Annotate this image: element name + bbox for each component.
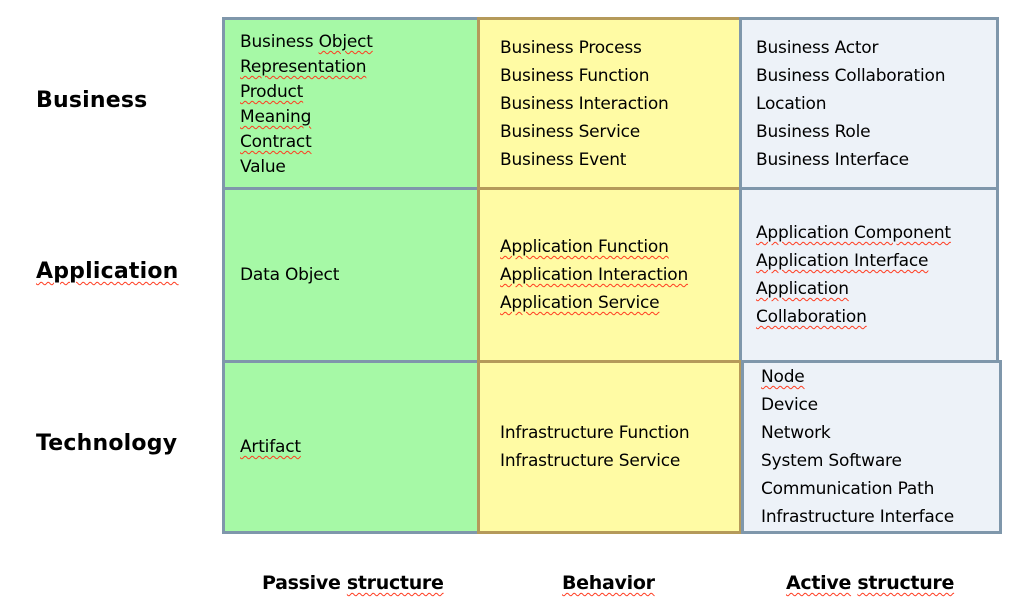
- list-item: Business Object: [240, 32, 373, 52]
- item-text: Node: [761, 367, 805, 387]
- list-item: Application Interaction: [500, 265, 689, 285]
- cell-business-active: Business Actor Business Collaboration Lo…: [739, 17, 999, 190]
- column-label-passive-structure: Passive structure: [262, 572, 444, 594]
- cell-technology-behavior: Infrastructure Function Infrastructure S…: [477, 360, 742, 534]
- item-text: Meaning: [240, 107, 312, 127]
- list-item: Business Role: [756, 121, 871, 142]
- column-label-active-structure: Active structure: [786, 572, 954, 594]
- list-item: Application Service: [500, 293, 660, 313]
- column-label-part: Behavior: [562, 572, 655, 594]
- list-item: Infrastructure Function: [500, 423, 690, 443]
- column-label-part: structure: [346, 572, 444, 594]
- cell-application-behavior: Application Function Application Interac…: [477, 187, 742, 363]
- list-item: Product: [240, 80, 477, 105]
- list-item: Business Actor: [756, 37, 879, 58]
- item-text: Product: [240, 82, 304, 102]
- item-text: Contract: [240, 132, 312, 152]
- list-item: Node: [761, 363, 999, 391]
- cell-business-behavior: Business Process Business Function Busin…: [477, 17, 742, 190]
- cell-technology-passive: Artifact: [222, 360, 480, 534]
- row-label-application-text: Application: [36, 259, 179, 284]
- list-item: Artifact: [240, 437, 301, 457]
- list-item: Application Interface: [756, 251, 929, 271]
- list-item: Business Function: [500, 65, 650, 86]
- list-item: Business Process: [500, 37, 642, 58]
- list-item: System Software: [761, 451, 902, 471]
- list-item: Collaboration: [756, 307, 867, 327]
- list-item: Network: [761, 423, 831, 443]
- list-item: Application Function: [500, 237, 669, 257]
- list-item: Data Object: [240, 265, 340, 285]
- list-item: Contract: [240, 130, 477, 155]
- column-label-behavior: Behavior: [562, 572, 655, 594]
- list-item: Infrastructure Interface: [761, 507, 955, 527]
- list-item: Device: [761, 395, 818, 415]
- list-item: Infrastructure Service: [500, 451, 681, 471]
- list-item: Business Interaction: [500, 93, 669, 114]
- list-item: Business Interface: [756, 149, 909, 170]
- list-item: Location: [756, 93, 827, 114]
- row-label-application: Application: [36, 259, 179, 284]
- cell-business-passive: Business Object Representation Product M…: [222, 17, 480, 190]
- item-text-object: Object: [318, 32, 373, 52]
- column-label-part: Passive: [262, 572, 341, 594]
- list-item: Representation: [240, 57, 367, 77]
- column-label-part: structure: [857, 572, 955, 594]
- cell-technology-active: Node Device Network System Software Comm…: [741, 360, 1002, 534]
- list-item: Business Event: [500, 149, 627, 170]
- list-item: Communication Path: [761, 479, 935, 499]
- list-item: Business Service: [500, 121, 640, 142]
- list-item: Application Component: [756, 223, 951, 243]
- row-label-business: Business: [36, 88, 148, 113]
- column-label-part: Active: [786, 572, 852, 594]
- list-item: Business Collaboration: [756, 65, 946, 86]
- row-label-technology: Technology: [36, 431, 178, 456]
- cell-application-passive: Data Object: [222, 187, 480, 363]
- list-item: Application: [756, 279, 849, 299]
- cell-application-active: Application Component Application Interf…: [739, 187, 999, 363]
- list-item: Value: [240, 157, 286, 177]
- list-item: Meaning: [240, 105, 477, 130]
